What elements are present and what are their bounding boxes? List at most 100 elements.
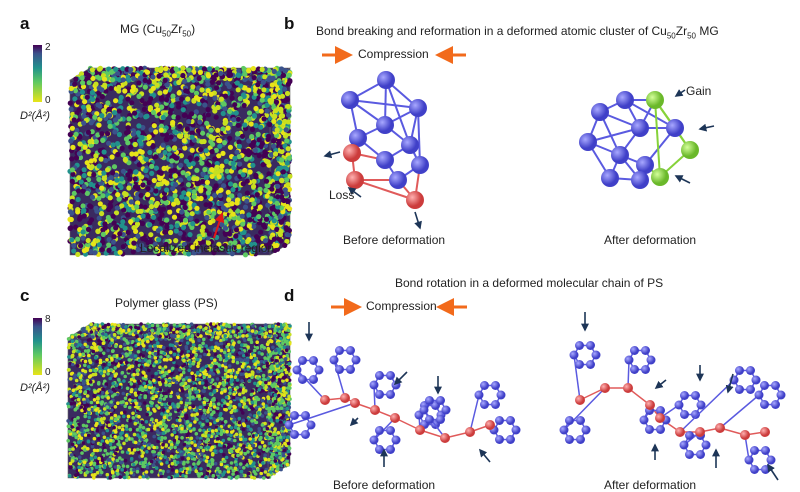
- atom: [579, 133, 597, 151]
- atom: [565, 435, 574, 444]
- atom: [766, 455, 776, 465]
- atom: [631, 171, 649, 189]
- atom: [750, 446, 759, 455]
- atom: [346, 365, 355, 374]
- atom: [771, 400, 780, 409]
- atom: [586, 360, 595, 369]
- atom: [301, 430, 310, 439]
- atom: [391, 380, 401, 390]
- atom: [386, 390, 395, 399]
- atom: [746, 385, 755, 394]
- atom: [335, 365, 344, 374]
- atom: [351, 355, 361, 365]
- atom: [290, 411, 299, 420]
- panel-b-title: Bond breaking and reformation in a defor…: [316, 24, 719, 41]
- atom: [771, 381, 780, 390]
- atom: [696, 400, 706, 410]
- atom: [695, 427, 705, 437]
- atom: [776, 390, 786, 400]
- atom: [419, 405, 429, 415]
- displacement-arrow: [767, 463, 779, 481]
- atom: [646, 355, 656, 365]
- atom: [465, 427, 475, 437]
- atom: [375, 390, 384, 399]
- atom: [616, 91, 634, 109]
- atom: [630, 365, 639, 374]
- atom: [750, 465, 759, 474]
- atom: [335, 346, 344, 355]
- atom: [298, 356, 307, 365]
- displacement-arrow: [393, 371, 408, 386]
- atom: [735, 385, 744, 394]
- atom: [631, 119, 649, 137]
- atom: [735, 366, 744, 375]
- atom: [290, 430, 299, 439]
- atom: [506, 416, 515, 425]
- atom: [401, 136, 419, 154]
- displacement-arrow: [414, 211, 422, 230]
- atom: [645, 400, 655, 410]
- atom: [386, 426, 395, 435]
- polymer-cube: [66, 322, 292, 480]
- atom: [680, 410, 689, 419]
- atom: [375, 371, 384, 380]
- atom: [496, 390, 506, 400]
- atom: [674, 400, 684, 410]
- atom: [346, 171, 364, 189]
- atom: [480, 400, 489, 409]
- atom: [569, 350, 579, 360]
- displacement-arrow: [674, 89, 686, 97]
- atom: [506, 435, 515, 444]
- atom: [740, 430, 750, 440]
- atom: [309, 375, 318, 384]
- atom: [406, 191, 424, 209]
- loss-label: Loss: [329, 188, 355, 202]
- atom: [575, 360, 584, 369]
- atom: [601, 169, 619, 187]
- colorbar-c: [33, 318, 42, 375]
- atom: [369, 380, 379, 390]
- before-label-d: Before deformation: [333, 478, 436, 492]
- atom: [591, 350, 601, 360]
- atom: [623, 383, 633, 393]
- atom: [651, 168, 669, 186]
- atom: [511, 425, 521, 435]
- gain-label: Gain: [686, 84, 712, 98]
- atom: [760, 400, 769, 409]
- displacement-arrow: [349, 417, 359, 427]
- atom: [284, 420, 294, 430]
- atom: [329, 355, 339, 365]
- atom: [744, 455, 754, 465]
- atom: [375, 426, 384, 435]
- atom: [346, 346, 355, 355]
- atom: [369, 435, 379, 445]
- atom: [656, 425, 665, 434]
- atom: [495, 416, 504, 425]
- atom: [349, 129, 367, 147]
- colorbar-c-label: D²(Å²): [20, 382, 50, 394]
- atom: [411, 156, 429, 174]
- compression-label-d: Compression: [366, 299, 437, 313]
- atom: [415, 425, 425, 435]
- atom: [576, 435, 585, 444]
- after-label-d: After deformation: [604, 478, 697, 492]
- atom: [639, 415, 649, 425]
- inelastic-arrow: [213, 212, 225, 239]
- atom: [441, 405, 451, 415]
- atom: [691, 391, 700, 400]
- atom: [696, 450, 705, 459]
- atom: [491, 400, 500, 409]
- atom: [389, 171, 407, 189]
- atom: [656, 406, 665, 415]
- atom: [375, 445, 384, 454]
- before-label-b: Before deformation: [343, 233, 446, 247]
- displacement-arrow: [347, 187, 362, 198]
- atom: [760, 427, 770, 437]
- atom: [485, 420, 495, 430]
- atom: [480, 381, 489, 390]
- atom: [576, 416, 585, 425]
- atom: [655, 413, 665, 423]
- atom: [691, 410, 700, 419]
- displacement-arrow: [323, 150, 341, 159]
